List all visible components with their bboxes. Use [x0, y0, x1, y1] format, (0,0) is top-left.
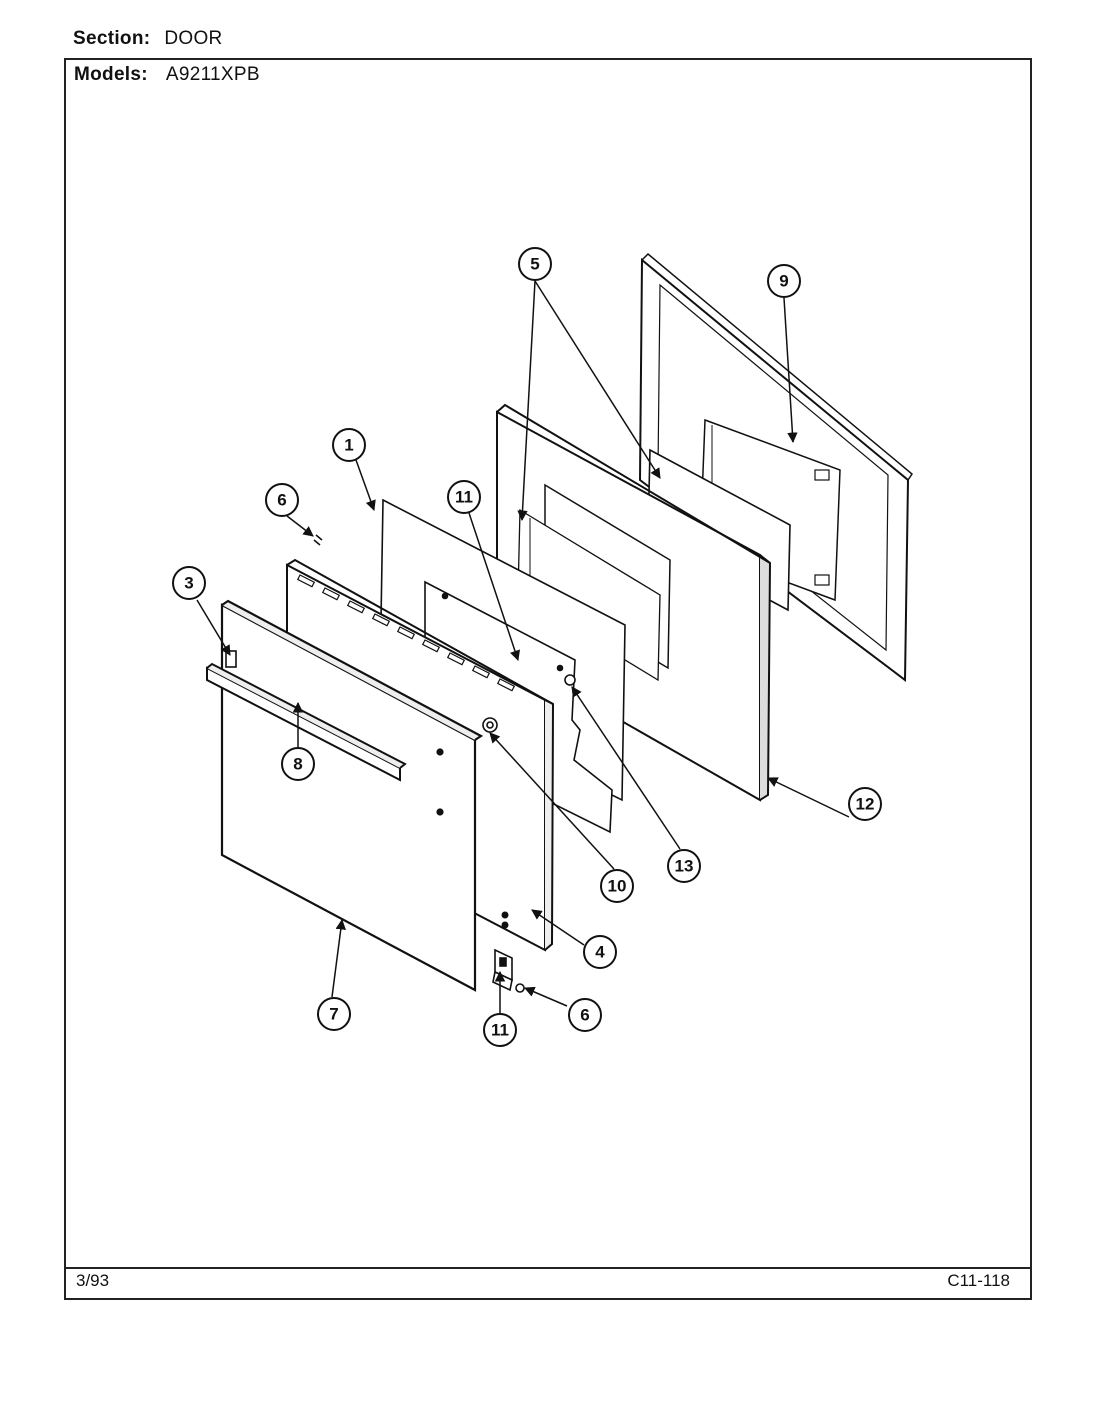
svg-text:12: 12 — [856, 795, 875, 814]
models-label: Models: — [74, 64, 148, 85]
inner-door-panel — [638, 252, 913, 682]
callout-10: 10 — [600, 869, 634, 903]
callout-1: 1 — [332, 428, 366, 462]
callout-11-bottom: 11 — [483, 1013, 517, 1047]
svg-text:1: 1 — [344, 436, 353, 455]
callout-11-top: 11 — [447, 480, 481, 514]
svg-text:10: 10 — [608, 877, 627, 896]
svg-text:13: 13 — [675, 857, 694, 876]
svg-text:3: 3 — [184, 574, 193, 593]
svg-text:6: 6 — [580, 1006, 589, 1025]
callout-8: 8 — [281, 747, 315, 781]
footer-rule — [66, 1267, 1030, 1269]
models-line: Models: A9211XPB — [74, 64, 260, 86]
callout-6-bottom: 6 — [568, 998, 602, 1032]
svg-text:11: 11 — [491, 1021, 509, 1040]
svg-text:11: 11 — [455, 488, 473, 507]
hinge-bracket — [492, 948, 513, 992]
callout-12: 12 — [848, 787, 882, 821]
svg-text:7: 7 — [329, 1005, 338, 1024]
section-line: Section: DOOR — [73, 28, 223, 50]
section-label: Section: — [73, 28, 151, 49]
footer-code: C11-118 — [947, 1271, 1010, 1290]
section-value: DOOR — [164, 28, 223, 49]
svg-text:9: 9 — [779, 272, 788, 291]
screw-top — [313, 534, 323, 546]
callout-7: 7 — [317, 997, 351, 1031]
handle-bracket — [225, 650, 237, 668]
door-handle — [206, 662, 407, 782]
callout-6-top: 6 — [265, 483, 299, 517]
callout-3: 3 — [172, 566, 206, 600]
models-value: A9211XPB — [165, 64, 260, 85]
screw-bottom — [515, 983, 525, 993]
callout-5: 5 — [518, 247, 552, 281]
callout-9: 9 — [767, 264, 801, 298]
callout-4: 4 — [583, 935, 617, 969]
diagram-frame: Models: A9211XPB 3/93 C11-118 — [64, 58, 1032, 1300]
callout-13: 13 — [667, 849, 701, 883]
leader-lines — [196, 280, 850, 1013]
bushing — [482, 717, 498, 733]
svg-text:8: 8 — [293, 755, 302, 774]
footer-date: 3/93 — [76, 1271, 110, 1290]
svg-text:6: 6 — [277, 491, 286, 510]
svg-text:5: 5 — [530, 255, 539, 274]
svg-text:4: 4 — [595, 943, 605, 962]
screw-13 — [564, 674, 576, 686]
